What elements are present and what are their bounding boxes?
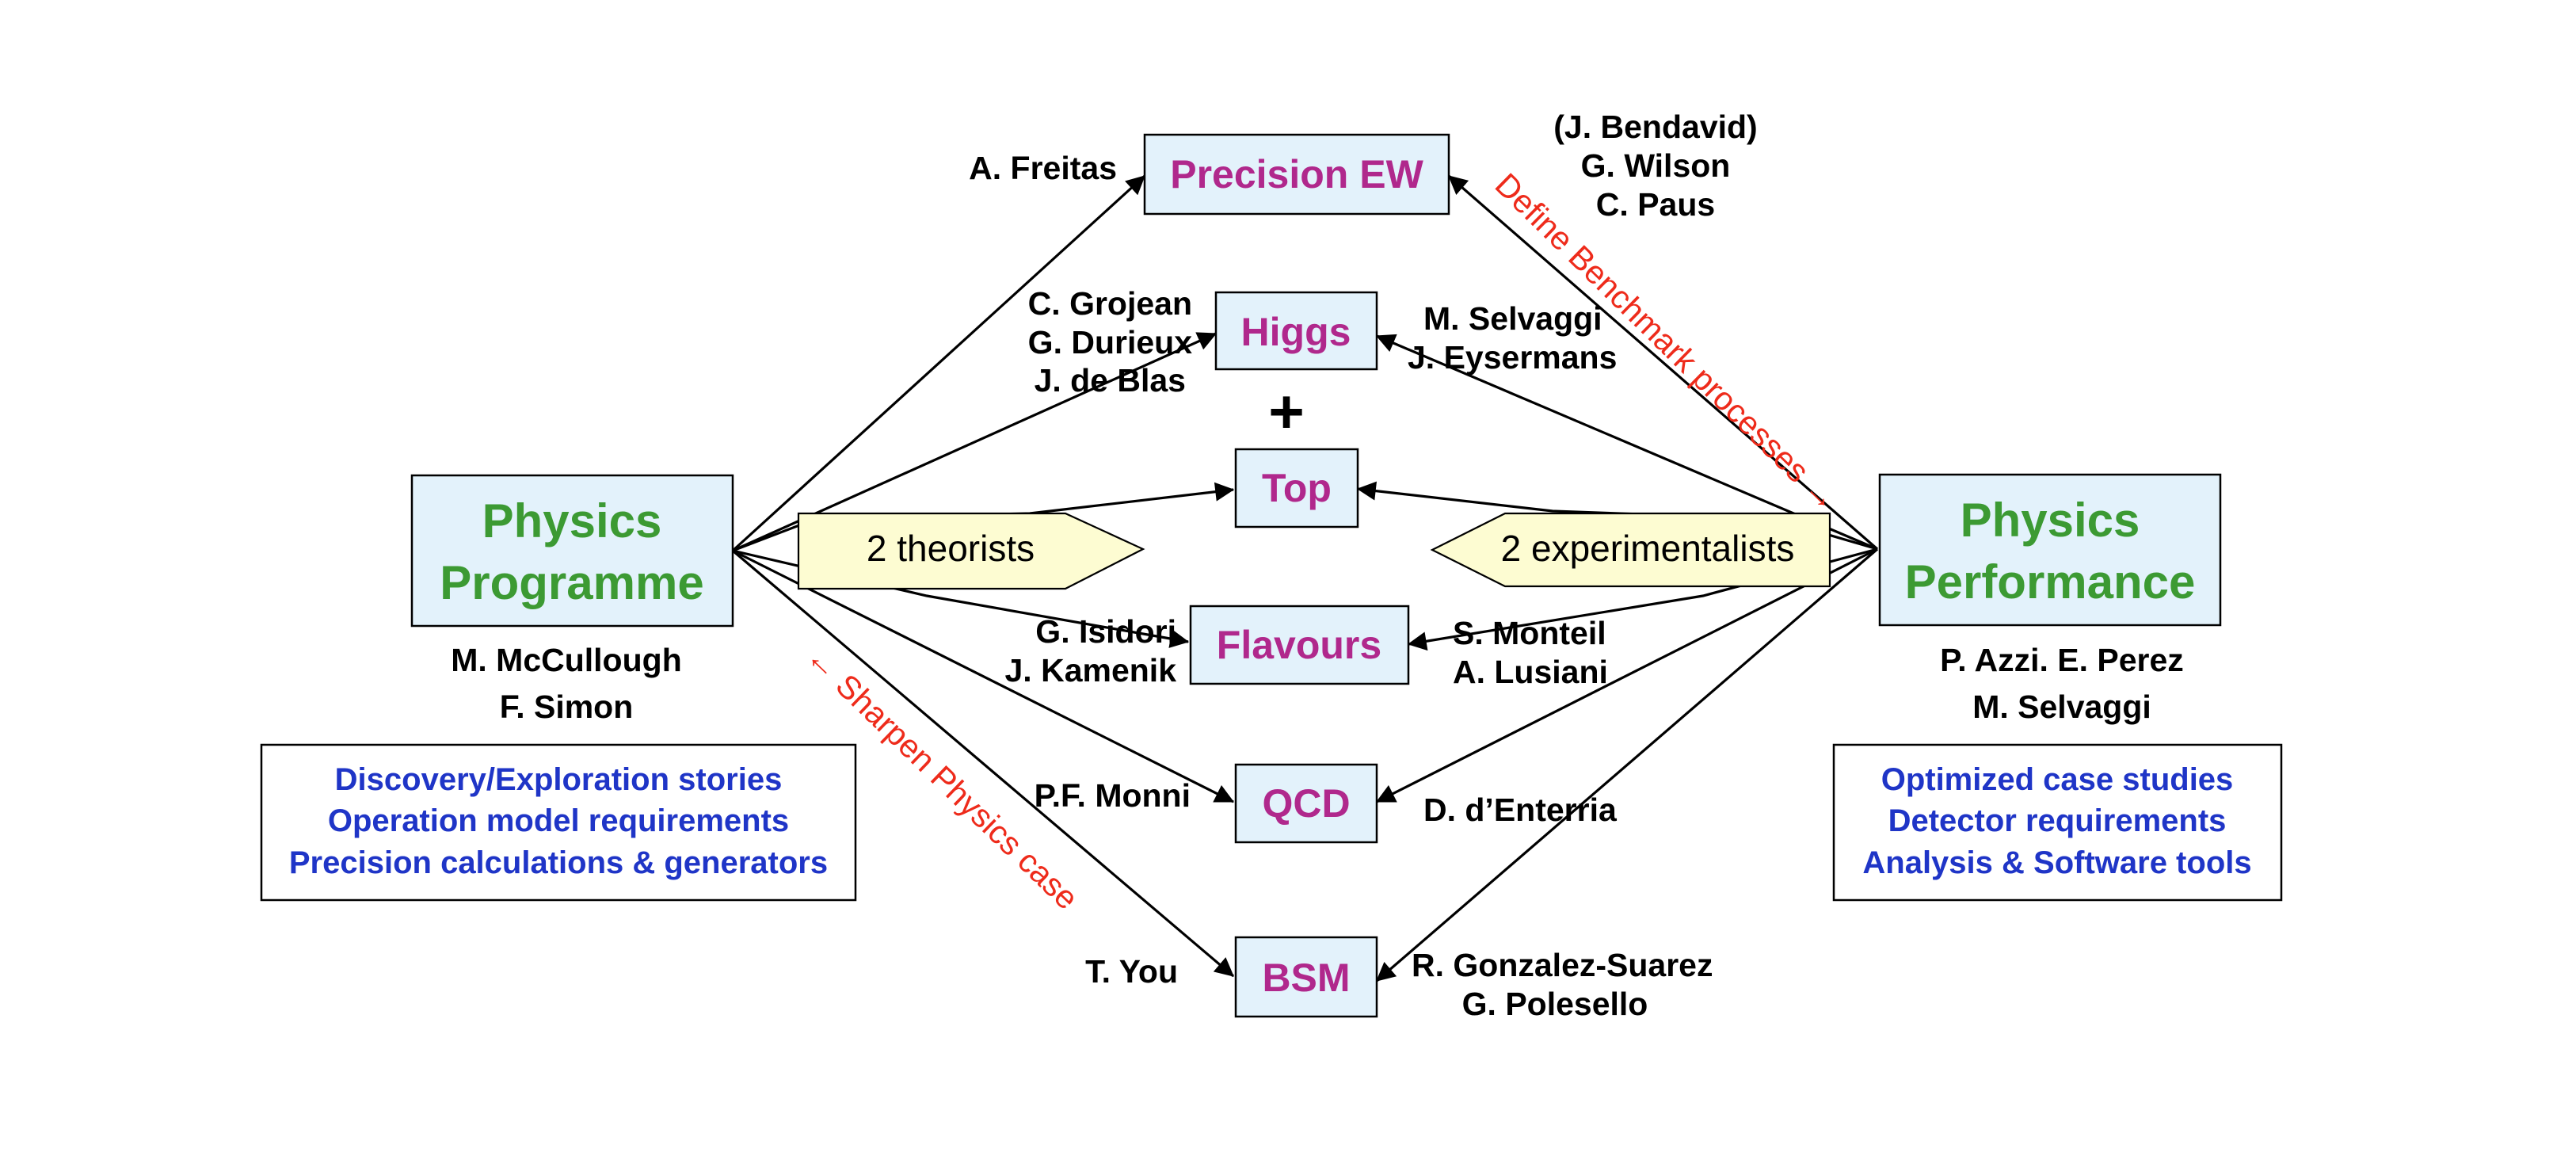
precision-ew-experimentalist-3: C. Paus: [1596, 186, 1715, 223]
edge-right-bsm: [1375, 547, 1879, 982]
plus-sign: +: [1268, 376, 1305, 446]
left-convener-2: F. Simon: [500, 689, 634, 725]
experimentalist-names: (J. Bendavid) G. Wilson C. Paus M. Selva…: [1408, 109, 1758, 1022]
right-convener-1: P. Azzi. E. Perez: [1940, 642, 2184, 678]
qcd-experimentalist-1: D. d’Enterria: [1423, 792, 1618, 828]
precision-ew-experimentalist-2: G. Wilson: [1581, 147, 1731, 184]
left-convener-1: M. McCullough: [451, 642, 682, 678]
physics-performance-hub[interactable]: Physics Performance: [1878, 473, 2222, 627]
theorists-pill-label: 2 theorists: [867, 528, 1035, 569]
left-task-1: Discovery/Exploration stories: [335, 762, 783, 797]
theorist-names: A. Freitas C. Grojean G. Durieux J. de B…: [969, 150, 1192, 990]
flavours-experimentalist-2: A. Lusiani: [1453, 654, 1608, 690]
left-task-2: Operation model requirements: [328, 803, 789, 838]
topic-flavours-label: Flavours: [1217, 623, 1381, 667]
theorists-pill: 2 theorists: [797, 512, 1145, 590]
physics-performance-title-line1: Physics: [1961, 494, 2140, 547]
right-convener-2: M. Selvaggi: [1972, 689, 2151, 725]
higgs-theorist-3: J. de Blas: [1035, 362, 1186, 399]
topic-bsm-label: BSM: [1262, 956, 1350, 1000]
physics-programme-title-line1: Physics: [482, 494, 662, 547]
physics-performance-title-line2: Performance: [1905, 555, 2196, 609]
edge-left-qcd: [732, 549, 1235, 803]
topic-flavours[interactable]: Flavours: [1189, 605, 1410, 685]
edge-left-bsm: [731, 549, 1235, 978]
qcd-theorist-1: P.F. Monni: [1035, 777, 1191, 814]
left-task-3: Precision calculations & generators: [289, 845, 828, 880]
precision-ew-experimentalist-1: (J. Bendavid): [1553, 109, 1757, 145]
edge-left-flavours: [732, 549, 1190, 648]
edge-left-precision-ew: [731, 174, 1146, 552]
precision-ew-theorist-1: A. Freitas: [969, 150, 1117, 186]
topic-top[interactable]: Top: [1234, 448, 1359, 528]
right-conveners: P. Azzi. E. Perez M. Selvaggi: [1940, 642, 2184, 725]
left-task-box: Discovery/Exploration stories Operation …: [260, 743, 857, 902]
higgs-theorist-1: C. Grojean: [1028, 285, 1192, 322]
topic-qcd[interactable]: QCD: [1234, 763, 1378, 844]
topic-precision-ew-label: Precision EW: [1170, 152, 1423, 196]
topic-higgs-label: Higgs: [1241, 310, 1351, 354]
physics-programme-title-line2: Programme: [440, 556, 703, 609]
left-conveners: M. McCullough F. Simon: [451, 642, 682, 725]
flavours-experimentalist-1: S. Monteil: [1453, 615, 1606, 651]
flavours-theorist-2: J. Kamenik: [1005, 652, 1177, 689]
right-task-2: Detector requirements: [1888, 803, 2227, 838]
bsm-experimentalist-2: G. Polesello: [1462, 986, 1648, 1022]
edge-right-precision-ew: [1447, 174, 1879, 551]
topic-bsm[interactable]: BSM: [1234, 936, 1378, 1018]
right-task-3: Analysis & Software tools: [1862, 845, 2251, 880]
topic-top-label: Top: [1262, 466, 1332, 510]
bsm-theorist-1: T. You: [1085, 953, 1178, 990]
higgs-theorist-2: G. Durieux: [1028, 324, 1193, 361]
experimentalists-pill: 2 experimentalists: [1430, 512, 1831, 588]
physics-programme-hub[interactable]: Physics Programme: [410, 474, 734, 628]
topic-qcd-label: QCD: [1262, 781, 1350, 826]
topic-higgs[interactable]: Higgs: [1214, 291, 1378, 371]
experimentalists-pill-label: 2 experimentalists: [1501, 528, 1795, 569]
topic-precision-ew[interactable]: Precision EW: [1143, 133, 1450, 216]
right-task-1: Optimized case studies: [1881, 762, 2234, 797]
flavours-theorist-1: G. Isidori: [1035, 613, 1176, 650]
higgs-experimentalist-1: M. Selvaggi: [1423, 300, 1602, 337]
higgs-experimentalist-2: J. Eysermans: [1408, 339, 1617, 376]
bsm-experimentalist-1: R. Gonzalez-Suarez: [1412, 947, 1713, 983]
right-task-box: Optimized case studies Detector requirem…: [1832, 743, 2283, 902]
edge-right-qcd: [1375, 547, 1878, 803]
